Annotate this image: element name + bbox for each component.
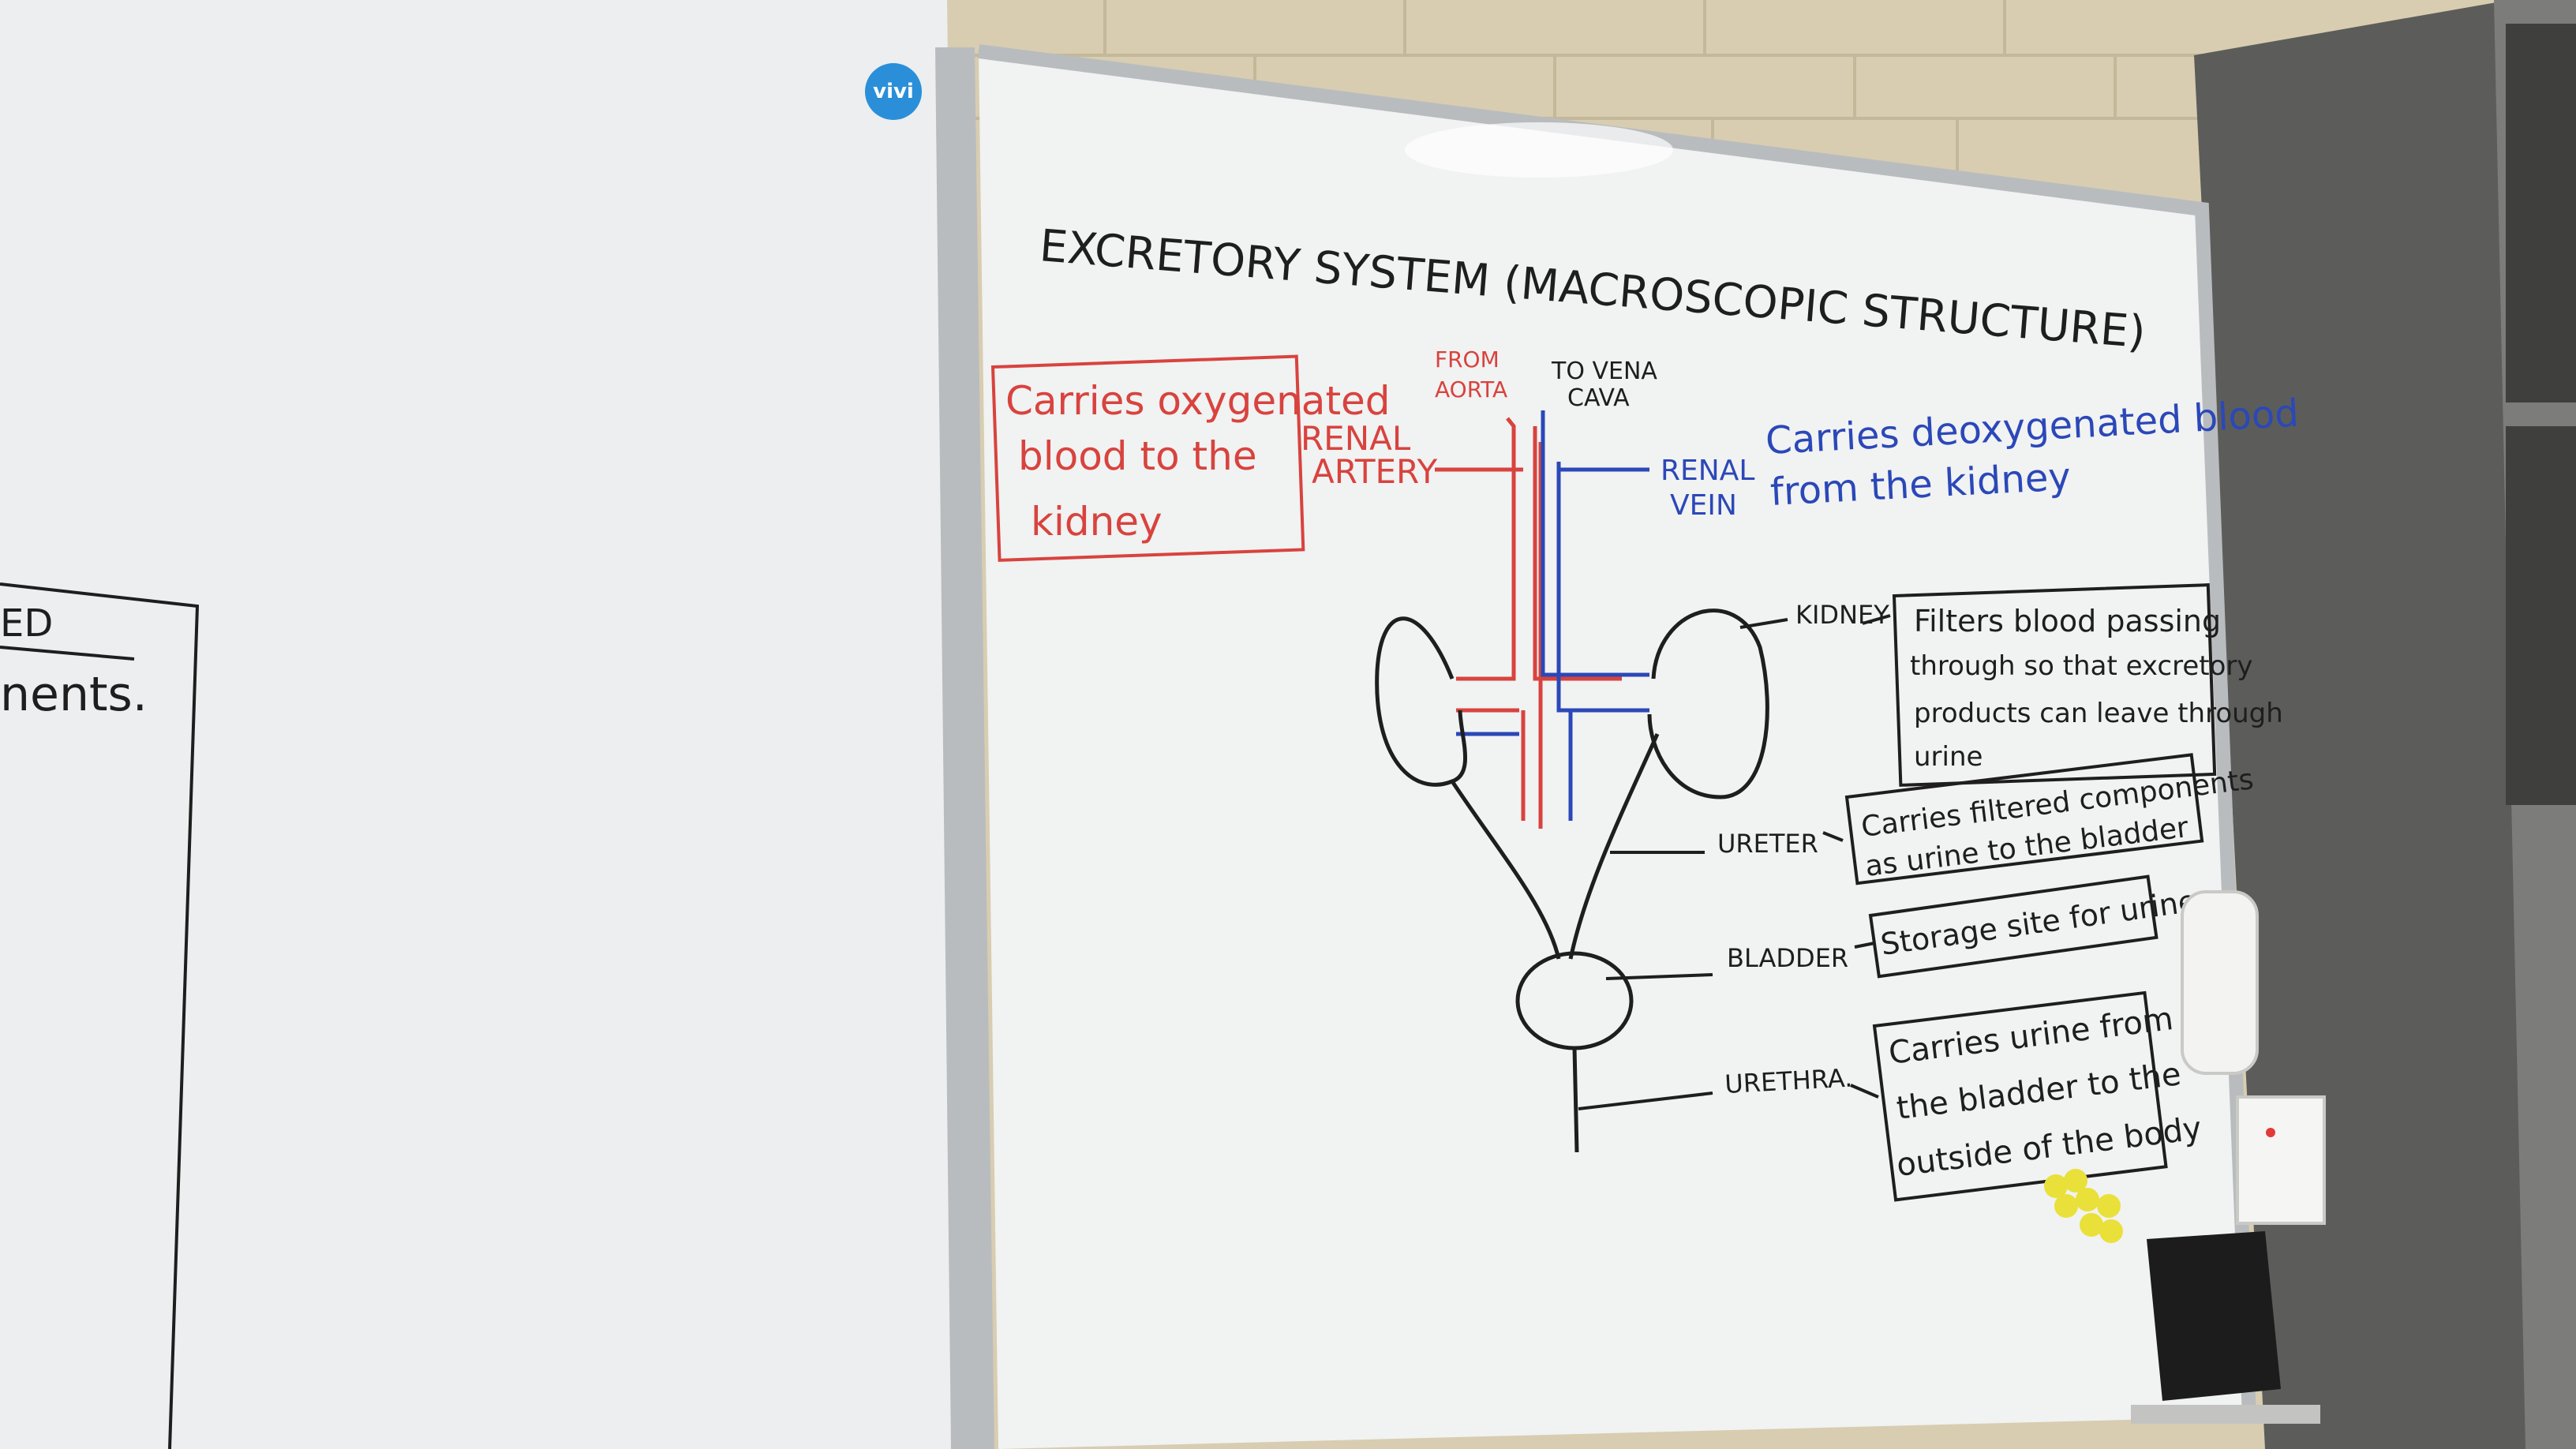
board-frame-divider [935, 47, 994, 1449]
renal-artery-label-2: ARTERY [1312, 452, 1438, 491]
right-kidney [1647, 608, 1769, 799]
renal-vein-label-2: VEIN [1670, 489, 1737, 522]
ureter-label: URETER [1717, 829, 1818, 859]
urinary-system-drawing [1375, 608, 1769, 1153]
artery-note-line-1: Carries oxygenated [1005, 378, 1391, 424]
artery-note-box [990, 354, 1305, 562]
renal-vein-label-1: RENAL [1661, 455, 1754, 487]
kidney-label: KIDNEY [1795, 600, 1889, 630]
kidney-desc-line-3: products can leave through [1914, 698, 2283, 729]
left-whiteboard [0, 0, 967, 1449]
kidney-desc-line-2: through so that excretory [1910, 650, 2253, 682]
left-ureter [1450, 780, 1561, 960]
vivi-sticker [865, 63, 922, 120]
kidney-description-box [1892, 583, 2217, 787]
left-board-underline [0, 646, 135, 661]
kidney-desc-line-1: Filters blood passing [1914, 604, 2221, 638]
marker-holder [2147, 1231, 2281, 1401]
power-outlet[interactable] [2236, 1095, 2326, 1225]
outlet-light-icon [2266, 1128, 2275, 1137]
wall-sensor [2181, 890, 2259, 1075]
sticker-label: vivi [873, 80, 914, 103]
magnets [2044, 1169, 2123, 1243]
left-fragment-1: ED [0, 601, 53, 646]
left-fragment-2: nents. [0, 667, 148, 722]
renal-artery-label-1: RENAL [1301, 419, 1411, 458]
kidney-desc-line-4: urine [1914, 741, 1983, 773]
cabinet-panel [2194, 0, 2576, 1449]
ureter-description-box [1844, 753, 2204, 886]
to-vena-cava-label-2: CAVA [1567, 384, 1630, 412]
renal-artery-vessels [1435, 417, 1622, 829]
from-aorta-label-1: FROM [1435, 346, 1500, 373]
shelf-opening [2506, 24, 2576, 402]
urethra-line [1572, 1047, 1579, 1153]
to-vena-cava-label-1: TO VENA [1551, 358, 1657, 385]
right-ureter [1568, 732, 1660, 960]
from-aorta-label-2: AORTA [1435, 376, 1507, 402]
pointer-lines [1578, 614, 1891, 1110]
artery-note-line-2: blood to the [1018, 433, 1257, 479]
glare [1405, 122, 1673, 178]
shelf-opening [2506, 426, 2576, 805]
main-whiteboard [979, 51, 2249, 1449]
urethra-description-box [1872, 990, 2168, 1202]
bladder-label: BLADDER [1727, 943, 1848, 973]
artery-note-line-3: kidney [1031, 499, 1163, 545]
left-board-lines [0, 582, 200, 1449]
marker-tray [2131, 1405, 2320, 1424]
urethra-label: URETHRA. [1724, 1063, 1853, 1099]
renal-vein-vessels [1456, 410, 1649, 821]
left-kidney [1375, 616, 1467, 787]
bladder-description-box [1868, 874, 2159, 979]
